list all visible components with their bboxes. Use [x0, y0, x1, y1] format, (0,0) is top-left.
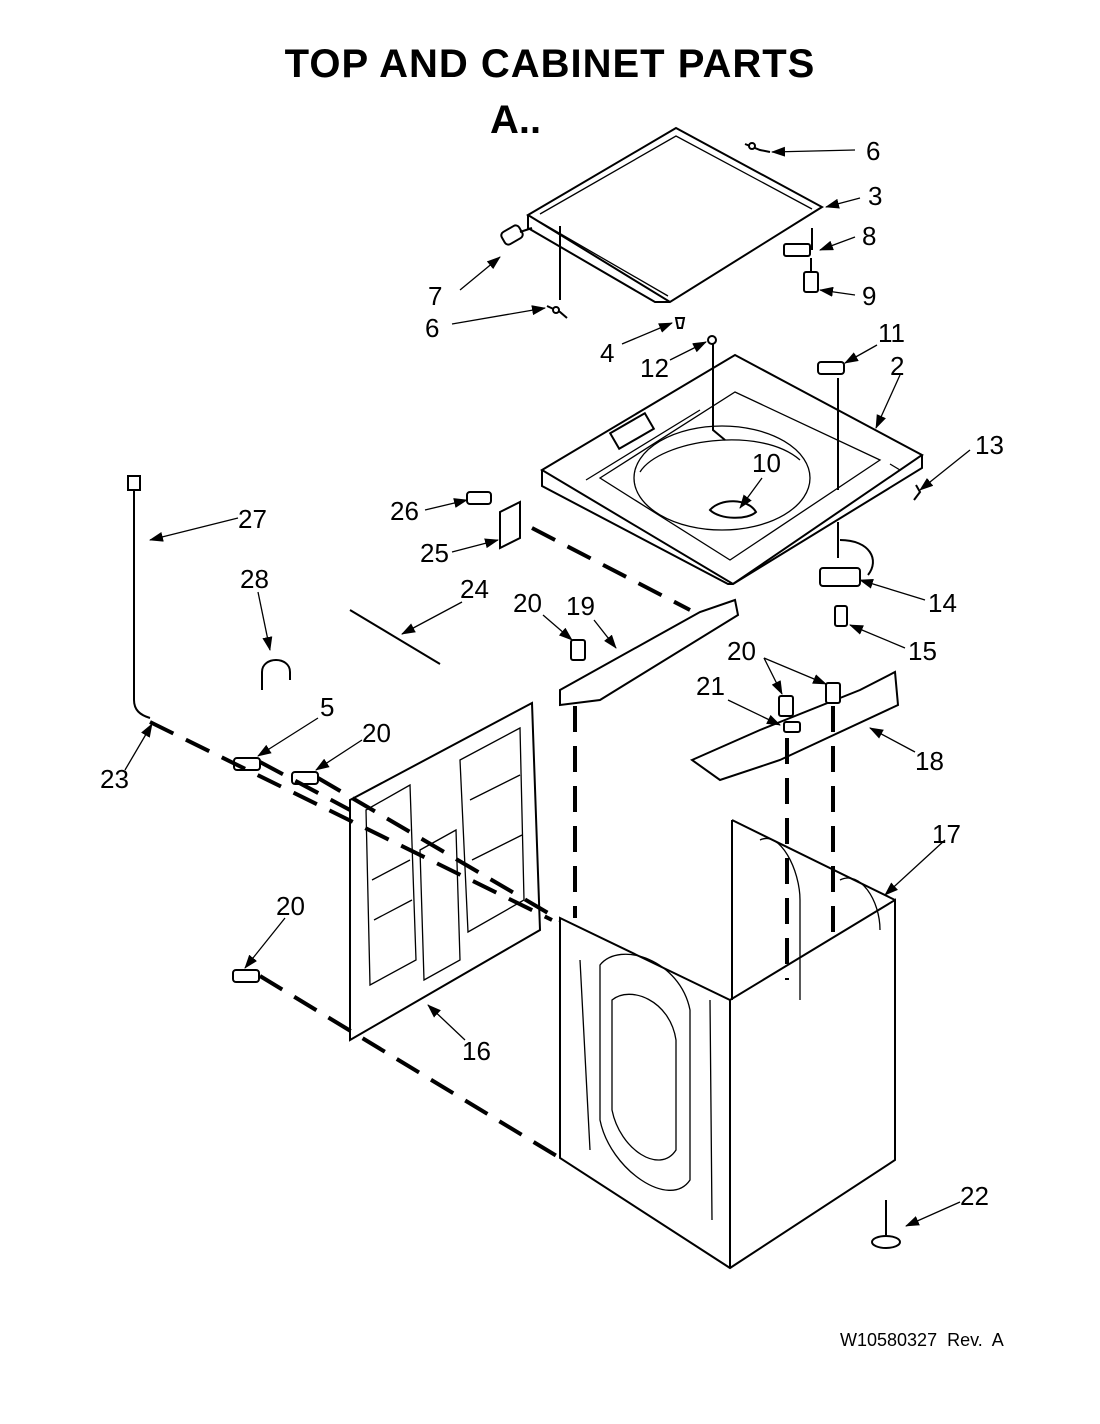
callout-10: 10: [752, 448, 781, 478]
callout-14: 14: [928, 588, 957, 618]
callout-4: 4: [600, 338, 614, 368]
callout-9: 9: [862, 281, 876, 311]
lid: [526, 126, 824, 304]
callout-28: 28: [240, 564, 269, 594]
callout-25: 25: [420, 538, 449, 568]
hose-form: [261, 659, 291, 690]
page-subtitle: A..: [490, 98, 542, 142]
lid-switch-cover: [817, 361, 845, 375]
callout-22: 22: [960, 1181, 989, 1211]
screw-20b: [232, 969, 260, 983]
clip-21: [783, 721, 801, 733]
callout-15: 15: [908, 636, 937, 666]
hinge-pin-bottom: [546, 226, 568, 319]
doc-number: W10580327: [840, 1330, 938, 1350]
brace-19: [559, 598, 740, 707]
callout-3: 3: [868, 181, 882, 211]
callout-27: 27: [238, 504, 267, 534]
callout-2: 2: [890, 351, 904, 381]
callout-20c: 20: [362, 718, 391, 748]
lid-lock-assembly: [819, 522, 874, 627]
callout-26: 26: [390, 496, 419, 526]
callout-18: 18: [915, 746, 944, 776]
drain-hose: [133, 482, 151, 719]
bleach-dispenser: [708, 500, 758, 519]
callout-17: 17: [932, 819, 961, 849]
assembly-lines: [149, 526, 835, 1160]
callout-20d: 20: [276, 891, 305, 921]
bracket-25: [499, 500, 521, 550]
screw-20e: [825, 682, 841, 704]
hose-end: [127, 475, 141, 491]
callout-8: 8: [862, 221, 876, 251]
callout-20a: 20: [513, 588, 542, 618]
callout-20b: 20: [727, 636, 756, 666]
rod-24: [349, 609, 441, 665]
callout-13: 13: [975, 430, 1004, 460]
clip-13: [913, 484, 922, 501]
revision: Rev. A: [947, 1330, 1004, 1350]
callout-24: 24: [460, 574, 489, 604]
page-title: TOP AND CABINET PARTS: [284, 42, 816, 86]
callout-5: 5: [320, 692, 334, 722]
screw-20c: [570, 639, 586, 661]
callout-6a: 6: [866, 136, 880, 166]
screw-26: [466, 491, 492, 505]
callout-19: 19: [566, 591, 595, 621]
cabinet: [559, 819, 896, 1270]
rear-panel: [349, 701, 542, 1042]
callout-12: 12: [640, 353, 669, 383]
top-panel: [540, 353, 924, 586]
bumper-4: [674, 317, 686, 329]
leveling-leg: [871, 1200, 901, 1249]
document-footer: W10580327 Rev. A: [840, 1330, 1004, 1351]
callouts: 6 3 8 9 7 6 4 12 11 2 13 10 14 15 27 28 …: [100, 136, 1004, 1211]
harness-clip: [707, 335, 717, 345]
lid-lock-strike: [783, 228, 819, 293]
callout-16: 16: [462, 1036, 491, 1066]
screw-20d: [778, 695, 794, 717]
callout-23: 23: [100, 764, 129, 794]
wire-harness: [712, 340, 726, 441]
callout-6b: 6: [425, 313, 439, 343]
leader-arrows: [124, 146, 971, 1227]
callout-7: 7: [428, 281, 442, 311]
lid-bumper: [500, 224, 533, 246]
hinge-pin-top: [744, 142, 771, 153]
callout-11: 11: [878, 318, 905, 348]
callout-21: 21: [696, 671, 725, 701]
